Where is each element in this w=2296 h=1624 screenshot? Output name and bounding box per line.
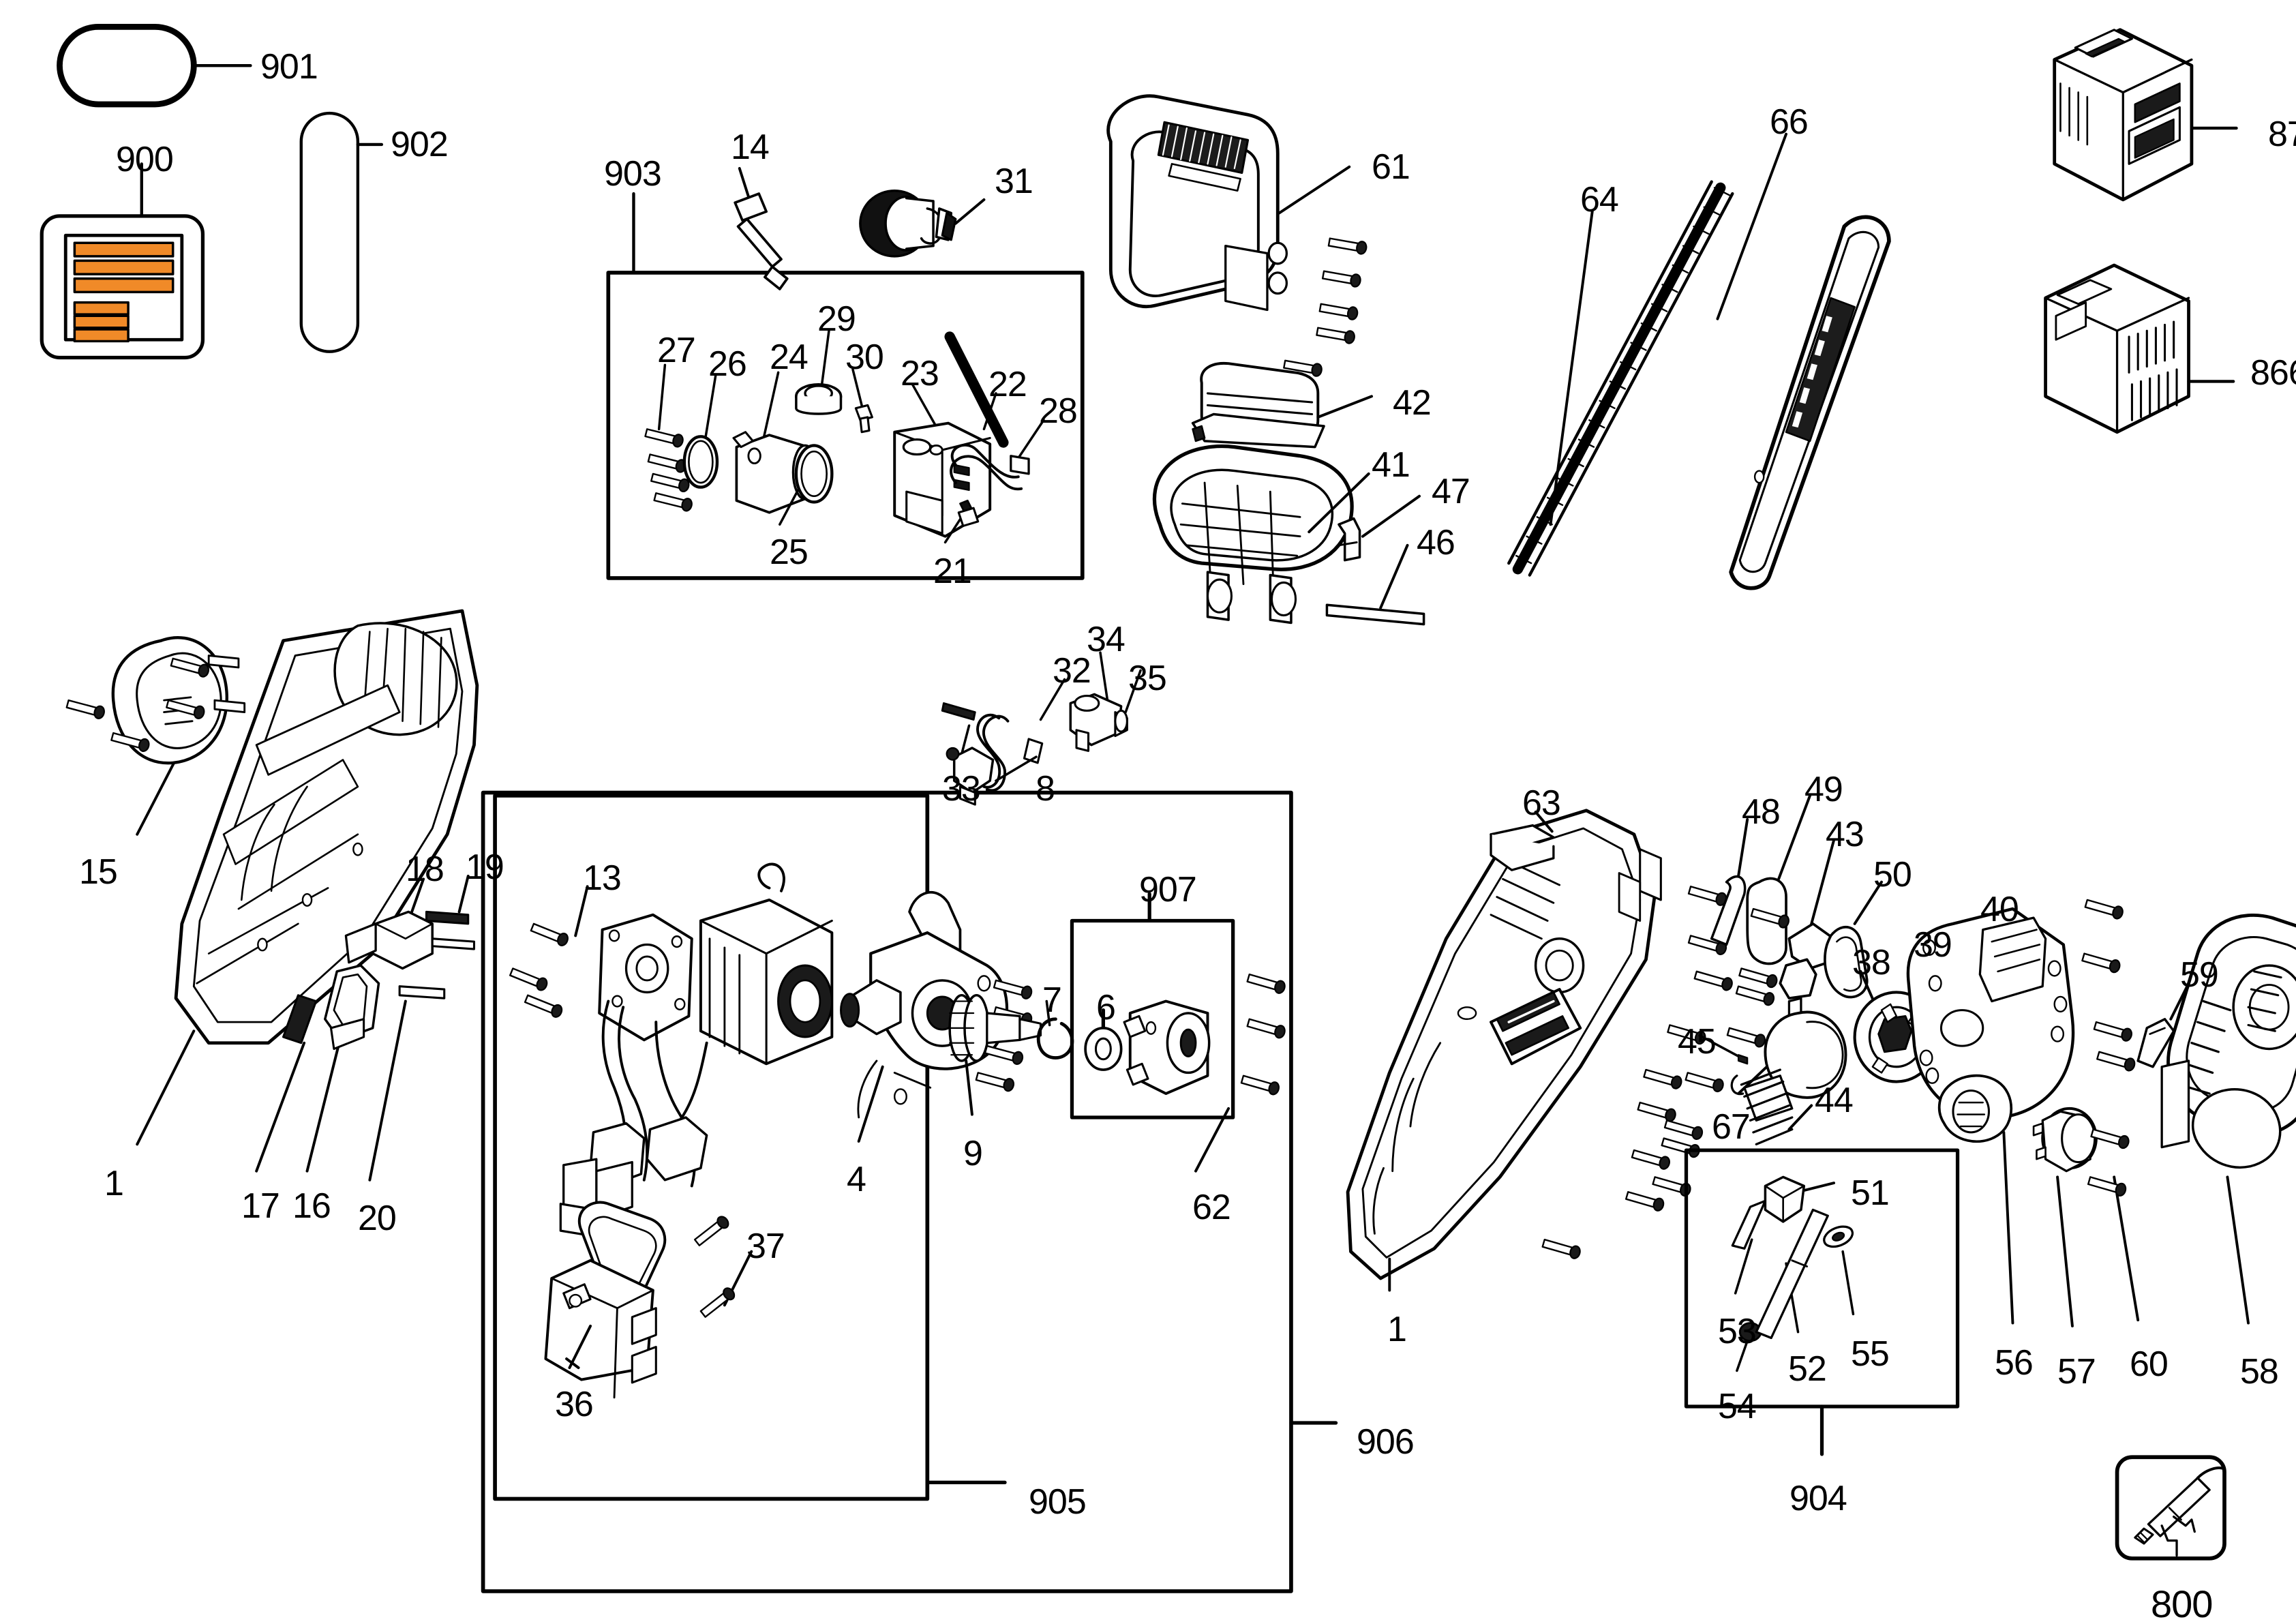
callout-38: 38 bbox=[1852, 943, 1891, 982]
callout-36: 36 bbox=[555, 1385, 594, 1424]
callout-61: 61 bbox=[1372, 147, 1410, 187]
callout-16: 16 bbox=[292, 1186, 331, 1226]
callout-64: 64 bbox=[1580, 180, 1619, 220]
callout-53: 53 bbox=[1718, 1312, 1757, 1351]
callout-30: 30 bbox=[845, 337, 884, 377]
callout-54: 54 bbox=[1718, 1387, 1757, 1426]
callout-33: 33 bbox=[942, 769, 981, 809]
callout-56: 56 bbox=[1995, 1343, 2034, 1383]
callout-19: 19 bbox=[466, 847, 504, 887]
callout-902: 902 bbox=[391, 125, 449, 164]
callout-901: 901 bbox=[260, 47, 318, 87]
callout-904: 904 bbox=[1789, 1479, 1847, 1518]
callout-4: 4 bbox=[847, 1160, 866, 1199]
callout-58: 58 bbox=[2240, 1352, 2279, 1392]
callout-17: 17 bbox=[241, 1186, 280, 1226]
callout-66: 66 bbox=[1770, 102, 1809, 142]
callout-67: 67 bbox=[1712, 1107, 1751, 1147]
callout-6: 6 bbox=[1096, 988, 1116, 1027]
callout-34: 34 bbox=[1087, 620, 1126, 659]
callout-55: 55 bbox=[1851, 1334, 1890, 1374]
callout-40: 40 bbox=[1980, 890, 2019, 929]
callout-39: 39 bbox=[1914, 925, 1952, 965]
callout-14: 14 bbox=[731, 127, 770, 167]
callout-47: 47 bbox=[1432, 472, 1470, 511]
callout-41: 41 bbox=[1372, 445, 1410, 485]
callout-52: 52 bbox=[1788, 1349, 1827, 1389]
callout-8: 8 bbox=[1036, 769, 1055, 809]
callout-37: 37 bbox=[746, 1227, 785, 1266]
callout-28: 28 bbox=[1039, 391, 1078, 431]
callout-800: 800 bbox=[2151, 1582, 2213, 1624]
callout-45: 45 bbox=[1678, 1022, 1717, 1062]
callout-20: 20 bbox=[358, 1199, 397, 1238]
callout-7: 7 bbox=[1042, 980, 1062, 1020]
callout-871: 871 bbox=[2268, 115, 2296, 154]
callout-51: 51 bbox=[1851, 1173, 1890, 1213]
callout-35: 35 bbox=[1128, 659, 1167, 698]
callout-22: 22 bbox=[988, 365, 1027, 404]
callout-24: 24 bbox=[770, 337, 809, 377]
callout-1-right: 1 bbox=[1387, 1310, 1407, 1349]
callout-59: 59 bbox=[2180, 955, 2219, 995]
callout-906: 906 bbox=[1357, 1422, 1415, 1462]
callout-42: 42 bbox=[1393, 383, 1432, 423]
callout-44: 44 bbox=[1815, 1081, 1854, 1120]
callout-907: 907 bbox=[1139, 870, 1197, 909]
callout-27: 27 bbox=[657, 331, 696, 370]
callout-18: 18 bbox=[406, 849, 444, 889]
callout-903: 903 bbox=[604, 154, 662, 194]
callout-43: 43 bbox=[1826, 815, 1864, 854]
callout-25: 25 bbox=[770, 532, 809, 572]
callout-49: 49 bbox=[1804, 770, 1843, 809]
callout-32: 32 bbox=[1053, 651, 1091, 691]
callout-63: 63 bbox=[1522, 783, 1561, 823]
callout-905: 905 bbox=[1029, 1482, 1087, 1522]
callout-50: 50 bbox=[1873, 855, 1912, 894]
callout-21: 21 bbox=[933, 552, 972, 591]
callout-15: 15 bbox=[79, 852, 118, 892]
callout-26: 26 bbox=[708, 344, 747, 384]
callout-48: 48 bbox=[1742, 792, 1781, 832]
callout-46: 46 bbox=[1417, 523, 1455, 562]
callout-900: 900 bbox=[116, 140, 174, 179]
callout-13: 13 bbox=[583, 858, 622, 898]
callout-866: 866 bbox=[2250, 353, 2296, 393]
callout-31: 31 bbox=[995, 162, 1033, 201]
callout-23: 23 bbox=[901, 354, 939, 393]
callout-62: 62 bbox=[1192, 1188, 1231, 1227]
callout-60: 60 bbox=[2130, 1344, 2169, 1384]
callout-9: 9 bbox=[963, 1134, 983, 1173]
callout-29: 29 bbox=[817, 299, 856, 339]
callout-57: 57 bbox=[2057, 1352, 2096, 1392]
callout-1-left: 1 bbox=[104, 1164, 124, 1203]
